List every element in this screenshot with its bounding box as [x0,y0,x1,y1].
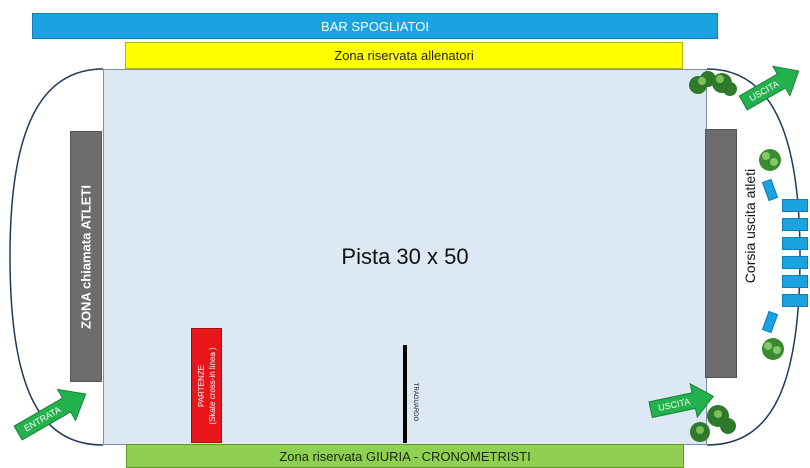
uscita-top-arrow-icon: USCITA [738,65,800,111]
plant-icon [759,149,781,171]
partenze-line2: (Skate cross-in linea ) [207,346,217,425]
bench [782,237,808,250]
bar-spogliatoi: BAR SPOGLIATOI [32,13,718,39]
bench [782,294,808,307]
traguardo-label: TRAGUARDO [412,382,418,422]
traguardo-line [403,345,407,443]
partenze-label: PARTENZE (Skate cross-in linea ) [196,347,218,424]
corsia-uscita-label: Corsia uscita atleti [742,168,758,284]
uscita-bottom-arrow-icon: USCITA [648,382,715,419]
bench [782,218,808,231]
corsia-uscita-box [705,129,737,378]
bench [782,275,808,288]
pista-label: Pista 30 x 50 [341,244,469,269]
zona-chiamata-label: ZONA chiamata ATLETI [78,184,94,329]
plant-icon [762,338,784,360]
zona-giuria: Zona riservata GIURIA - CRONOMETRISTI [126,444,684,468]
zona-chiamata-atleti: ZONA chiamata ATLETI [70,131,102,382]
bench-group [782,199,810,317]
entrata-arrow-icon: ENTRATA [13,388,87,441]
partenze-block: PARTENZE (Skate cross-in linea ) [191,328,222,443]
bench [782,199,808,212]
bench [782,256,808,269]
plant-icon [689,71,737,96]
partenze-line1: PARTENZE [196,364,206,407]
plant-icon [690,405,736,442]
zona-allenatori: Zona riservata allenatori [125,42,683,69]
traguardo-label-wrap: TRAGUARDO [410,372,420,432]
